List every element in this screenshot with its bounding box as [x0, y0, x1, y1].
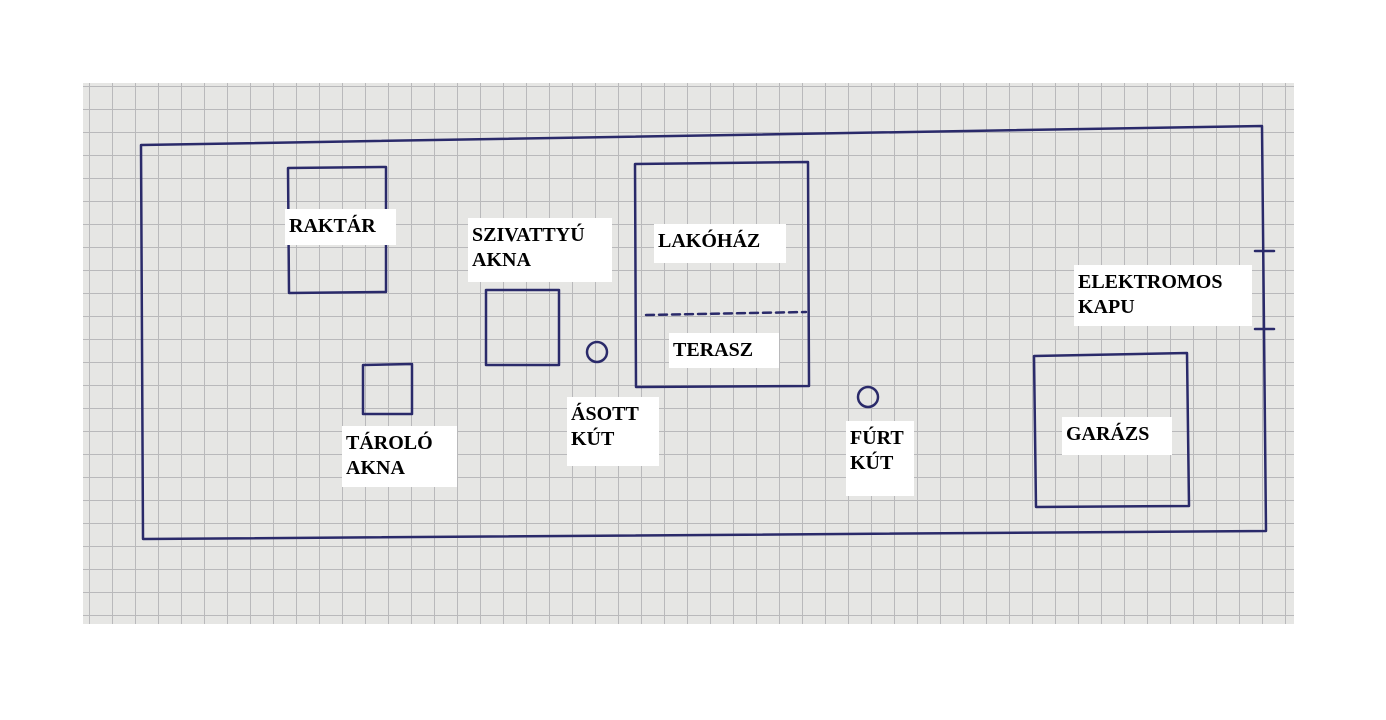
tarolo-akna-box [361, 362, 414, 416]
lakohaz-building [633, 160, 811, 389]
property-boundary [139, 124, 1268, 541]
furt-kut-label: FÚRT KÚT [846, 421, 914, 496]
lakohaz-label: LAKÓHÁZ [654, 224, 786, 263]
garazs-building [1032, 351, 1191, 509]
furt-kut-well [856, 385, 880, 409]
raktar-building [286, 165, 388, 295]
raktar-label: RAKTÁR [285, 209, 396, 245]
terasz-divider [644, 310, 808, 317]
szivattyu-akna-label: SZIVATTYÚ AKNA [468, 218, 612, 282]
elektromos-kapu-label: ELEKTROMOS KAPU [1074, 265, 1252, 326]
garazs-label: GARÁZS [1062, 417, 1172, 455]
tarolo-akna-label: TÁROLÓ AKNA [342, 426, 457, 487]
asott-kut-label: ÁSOTT KÚT [567, 397, 659, 466]
terasz-label: TERASZ [669, 333, 779, 368]
asott-kut-well [585, 340, 609, 364]
szivattyu-akna-box [484, 288, 561, 367]
